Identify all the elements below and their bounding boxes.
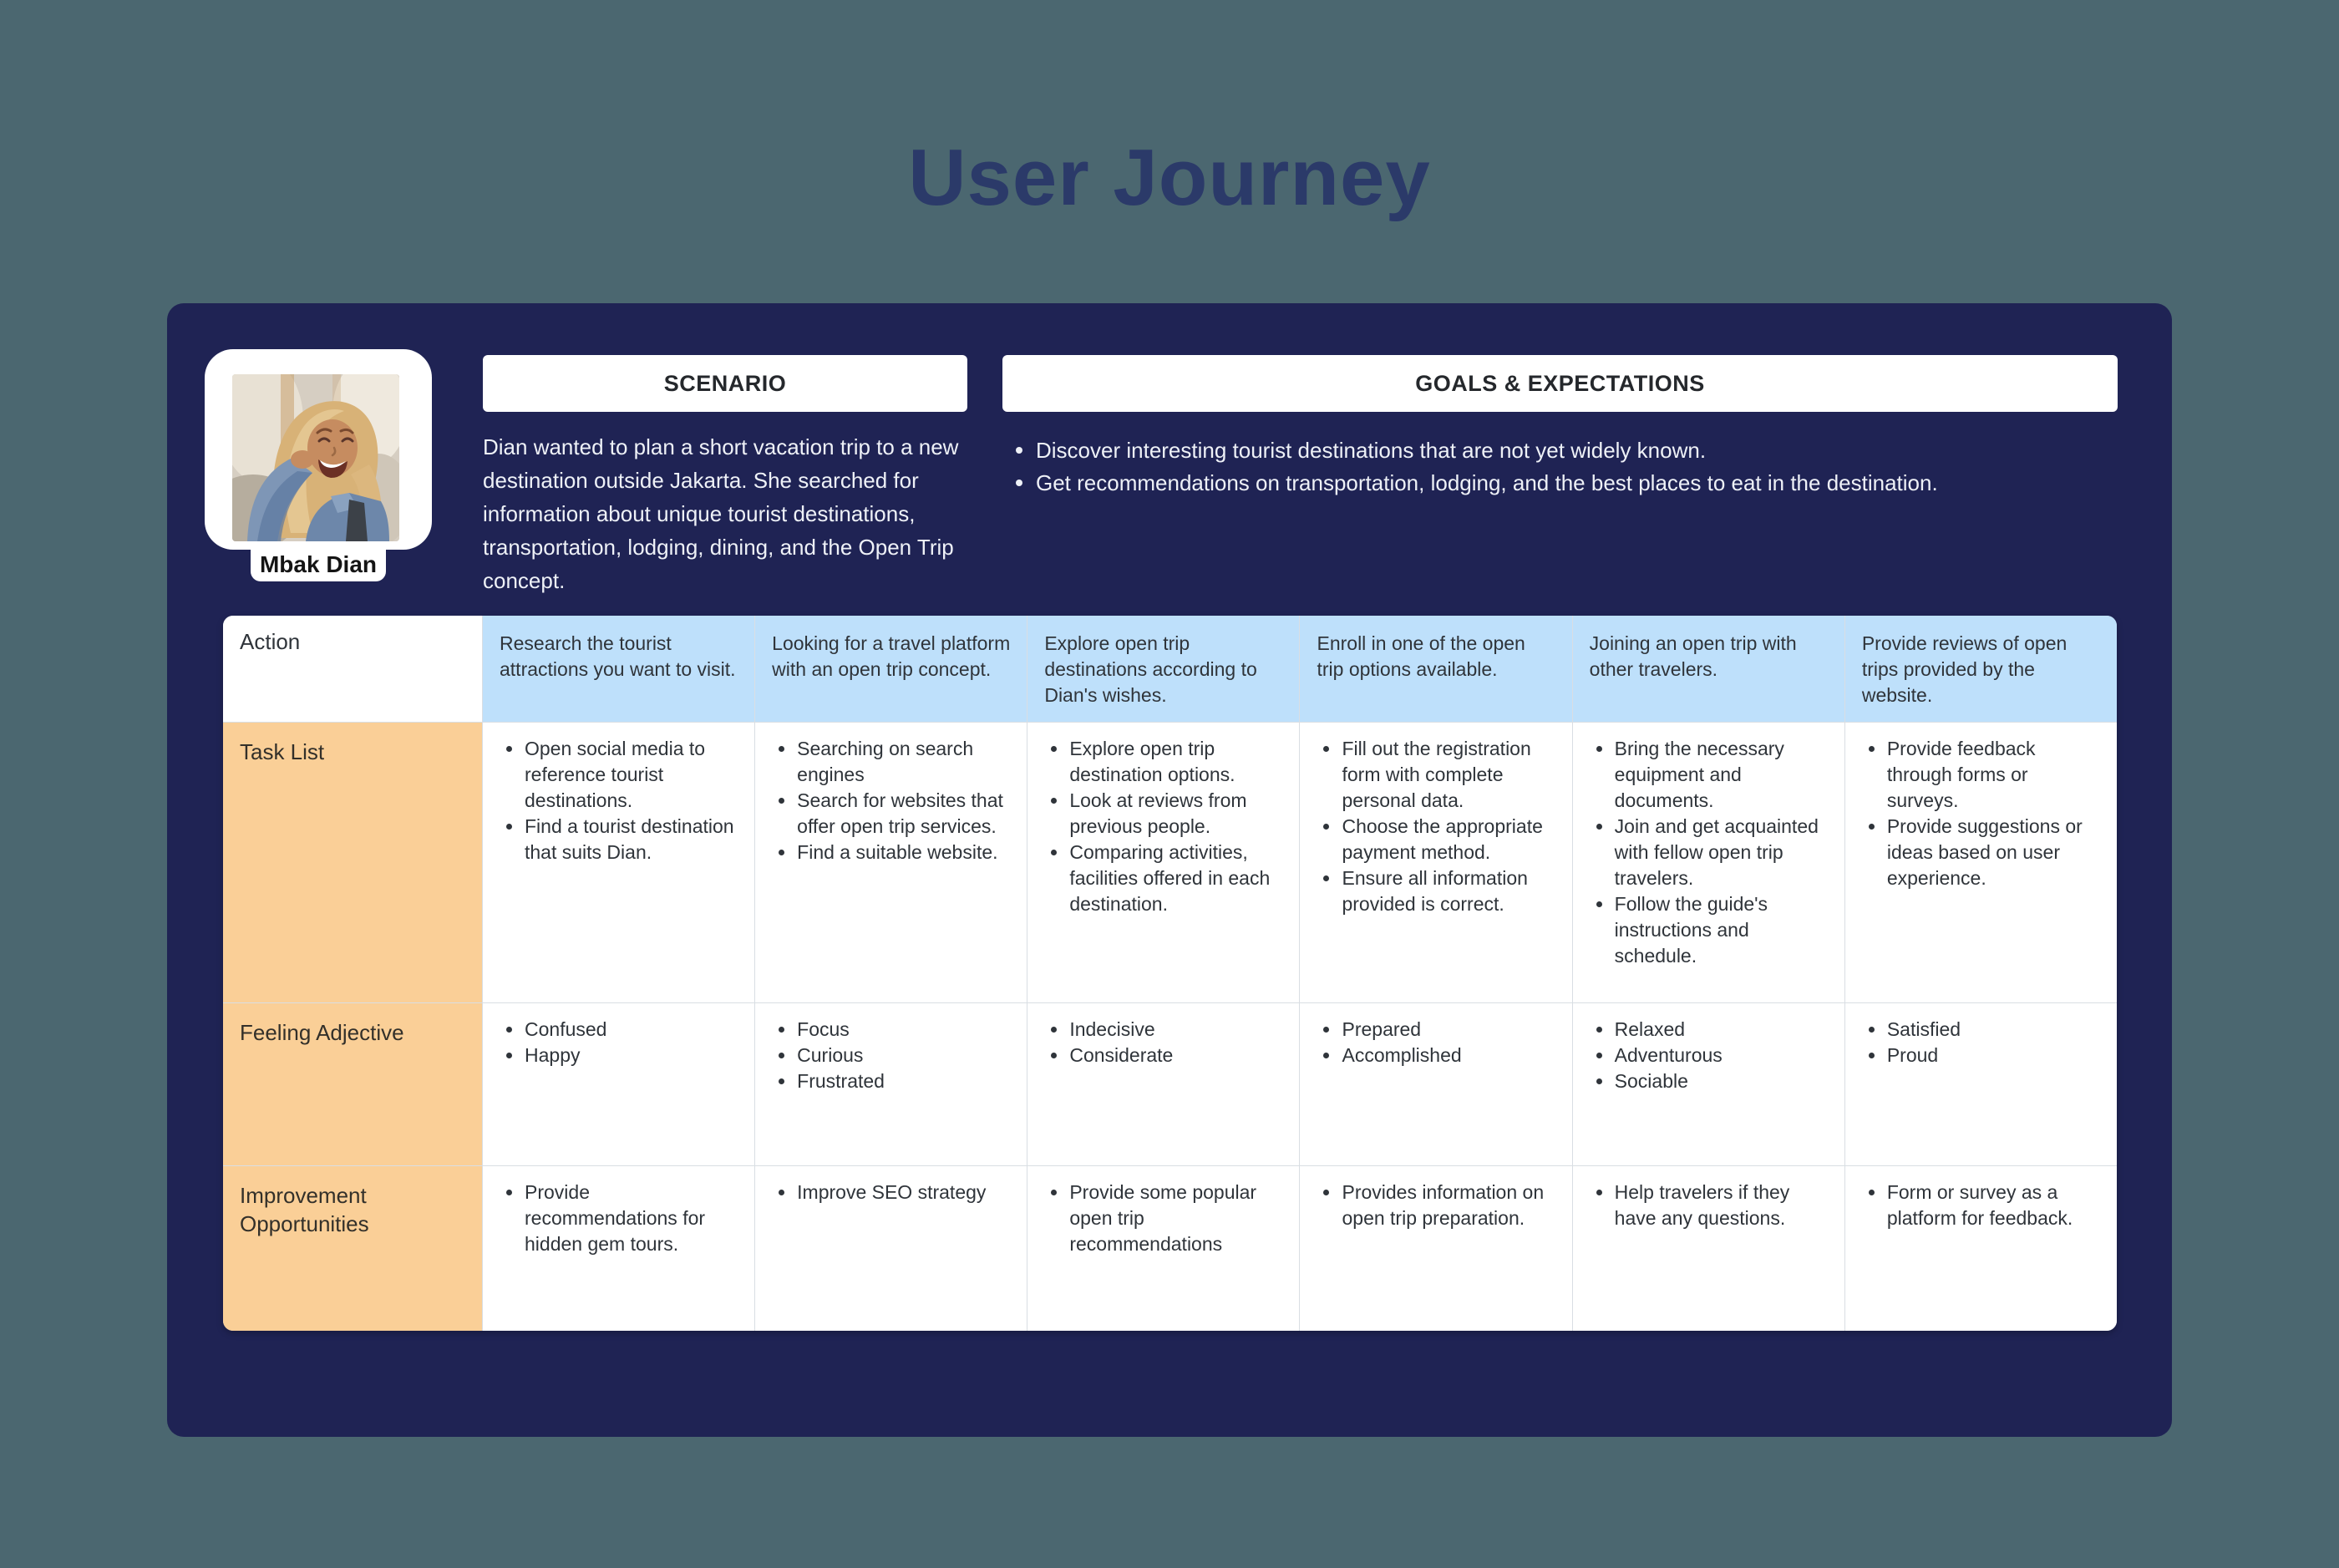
task-list: Fill out the registration form with comp… [1317,736,1555,917]
stage-3-tasks: Explore open trip destination options. L… [1027,723,1300,1002]
stage-4-feelings: Prepared Accomplished [1300,1003,1572,1165]
task-item: Open social media to reference tourist d… [500,736,738,814]
feeling-item: Considerate [1044,1043,1282,1068]
task-item: Join and get acquainted with fellow open… [1590,814,1828,891]
goal-item: Get recommendations on transportation, l… [1006,468,2117,498]
stage-4-tasks: Fill out the registration form with comp… [1300,723,1572,1002]
feeling-list: Prepared Accomplished [1317,1017,1555,1068]
persona-name: Mbak Dian [259,551,378,577]
feeling-list: Satisfied Proud [1862,1017,2100,1068]
stage-3-feelings: Indecisive Considerate [1027,1003,1300,1165]
stage-1-improvements: Provide recommendations for hidden gem t… [483,1166,755,1331]
stage-4-action: Enroll in one of the open trip options a… [1300,616,1572,722]
scenario-text: Dian wanted to plan a short vacation tri… [483,434,959,593]
improvement-item: Form or survey as a platform for feedbac… [1862,1180,2100,1231]
stage-5-action: Joining an open trip with other traveler… [1572,616,1844,722]
feeling-list: Focus Curious Frustrated [772,1017,1010,1094]
improvement-list: Form or survey as a platform for feedbac… [1862,1180,2100,1231]
task-item: Comparing activities, facilities offered… [1044,840,1282,917]
journey-table: Action Research the tourist attractions … [223,616,2117,1331]
stage-6-action: Provide reviews of open trips provided b… [1844,616,2117,722]
feeling-list: Relaxed Adventurous Sociable [1590,1017,1828,1094]
stage-4-improvements: Provides information on open trip prepar… [1300,1166,1572,1331]
stage-5-tasks: Bring the necessary equipment and docume… [1572,723,1844,1002]
stage-5-feelings: Relaxed Adventurous Sociable [1572,1003,1844,1165]
stage-2-action: Looking for a travel platform with an op… [755,616,1027,722]
task-item: Bring the necessary equipment and docume… [1590,736,1828,814]
improvement-list: Provide some popular open trip recommend… [1044,1180,1282,1257]
stage-2-feelings: Focus Curious Frustrated [755,1003,1027,1165]
improvement-item: Provide some popular open trip recommend… [1044,1180,1282,1257]
improvement-item: Provides information on open trip prepar… [1317,1180,1555,1231]
stage-5-improvements: Help travelers if they have any question… [1572,1166,1844,1331]
task-item: Fill out the registration form with comp… [1317,736,1555,814]
journey-panel: Mbak Dian SCENARIO Dian wanted to plan a… [167,303,2172,1437]
feeling-item: Focus [772,1017,1010,1043]
stage-1-tasks: Open social media to reference tourist d… [483,723,755,1002]
feeling-item: Curious [772,1043,1010,1068]
task-item: Find a tourist destination that suits Di… [500,814,738,865]
improvement-list: Help travelers if they have any question… [1590,1180,1828,1231]
persona-photo-illustration [232,374,399,541]
page-title: User Journey [908,133,1431,222]
goal-item: Discover interesting tourist destination… [1006,435,2117,465]
task-item: Choose the appropriate payment method. [1317,814,1555,865]
feeling-item: Sociable [1590,1068,1828,1094]
task-item: Find a suitable website. [772,840,1010,865]
stage-1-feelings: Confused Happy [483,1003,755,1165]
stage-6-feelings: Satisfied Proud [1844,1003,2117,1165]
scenario-header: SCENARIO [483,355,967,412]
row-header-improvement-opportunities: Improvement Opportunities [223,1166,482,1331]
improvement-item: Provide recommendations for hidden gem t… [500,1180,738,1257]
feeling-item: Confused [500,1017,738,1043]
stage-6-tasks: Provide feedback through forms or survey… [1844,723,2117,1002]
feeling-item: Accomplished [1317,1043,1555,1068]
task-list: Provide feedback through forms or survey… [1862,736,2100,891]
feeling-list: Confused Happy [500,1017,738,1068]
stage-3-action: Explore open trip destinations according… [1027,616,1300,722]
improvement-item: Improve SEO strategy [772,1180,1010,1205]
feeling-item: Relaxed [1590,1017,1828,1043]
feeling-item: Satisfied [1862,1017,2100,1043]
stage-2-tasks: Searching on search engines Search for w… [755,723,1027,1002]
persona-photo [232,374,399,541]
improvement-list: Provides information on open trip prepar… [1317,1180,1555,1231]
improvement-list: Provide recommendations for hidden gem t… [500,1180,738,1257]
improvement-list: Improve SEO strategy [772,1180,1010,1205]
task-item: Provide suggestions or ideas based on us… [1862,814,2100,891]
row-header-task-list: Task List [223,723,482,1002]
stage-2-improvements: Improve SEO strategy [755,1166,1027,1331]
feeling-item: Happy [500,1043,738,1068]
task-item: Search for websites that offer open trip… [772,788,1010,840]
goals-list: Discover interesting tourist destination… [1006,435,2117,500]
feeling-item: Indecisive [1044,1017,1282,1043]
feeling-item: Frustrated [772,1068,1010,1094]
stage-1-action: Research the tourist attractions you wan… [483,616,755,722]
persona-name-tab: Mbak Dian [251,548,386,581]
task-item: Provide feedback through forms or survey… [1862,736,2100,814]
persona-card [205,349,432,550]
task-item: Explore open trip destination options. [1044,736,1282,788]
row-header-feeling-adjective: Feeling Adjective [223,1003,482,1165]
task-item: Follow the guide's instructions and sche… [1590,891,1828,969]
goals-header: GOALS & EXPECTATIONS [1002,355,2118,412]
task-item: Ensure all information provided is corre… [1317,865,1555,917]
stage-6-improvements: Form or survey as a platform for feedbac… [1844,1166,2117,1331]
task-list: Searching on search engines Search for w… [772,736,1010,865]
feeling-list: Indecisive Considerate [1044,1017,1282,1068]
stage-3-improvements: Provide some popular open trip recommend… [1027,1166,1300,1331]
feeling-item: Adventurous [1590,1043,1828,1068]
task-item: Searching on search engines [772,736,1010,788]
task-list: Bring the necessary equipment and docume… [1590,736,1828,969]
task-item: Look at reviews from previous people. [1044,788,1282,840]
feeling-item: Prepared [1317,1017,1555,1043]
task-list: Explore open trip destination options. L… [1044,736,1282,917]
row-header-action: Action [223,616,482,722]
improvement-item: Help travelers if they have any question… [1590,1180,1828,1231]
feeling-item: Proud [1862,1043,2100,1068]
task-list: Open social media to reference tourist d… [500,736,738,865]
